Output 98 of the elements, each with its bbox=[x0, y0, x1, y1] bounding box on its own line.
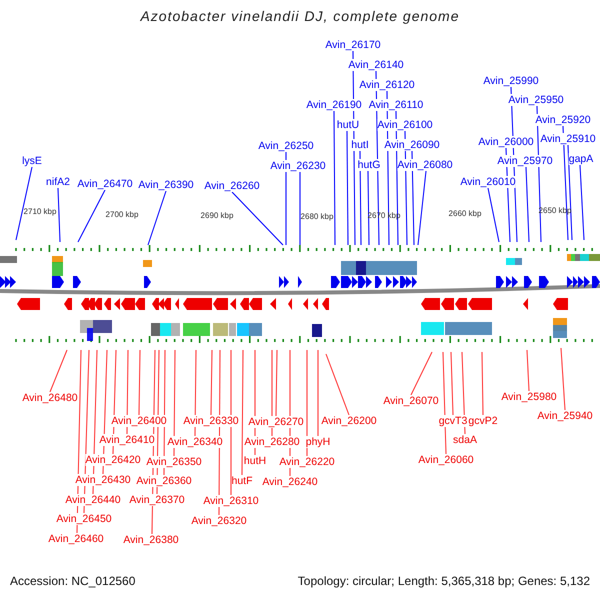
gene-label: Avin_26380 bbox=[123, 534, 179, 546]
gene-label: Avin_25950 bbox=[508, 94, 564, 106]
gene-label: hutI bbox=[351, 139, 369, 151]
gene-label: hutU bbox=[336, 119, 360, 131]
gene-label: gcvP2 bbox=[468, 415, 498, 427]
gene-label: hutF bbox=[232, 475, 252, 487]
gene-label: Avin_26410 bbox=[99, 434, 155, 446]
leader-line bbox=[276, 350, 278, 416]
leader-line bbox=[346, 130, 348, 246]
leader-line bbox=[306, 350, 308, 456]
gene-label: Avin_26270 bbox=[248, 416, 304, 428]
gene-label: Avin_26280 bbox=[244, 436, 300, 448]
gene-label: Avin_26070 bbox=[383, 395, 439, 407]
gene-label: Avin_26440 bbox=[65, 494, 121, 506]
gene-label: Avin_26220 bbox=[279, 456, 335, 468]
leader-line bbox=[230, 350, 232, 496]
leader-line bbox=[210, 350, 212, 416]
gene-label: Avin_25970 bbox=[497, 155, 553, 167]
leader-line bbox=[488, 188, 500, 242]
leader-line bbox=[16, 166, 32, 240]
gene-label: lysE bbox=[22, 155, 42, 167]
leader-line bbox=[232, 192, 284, 246]
genome-stats-note: Topology: circular; Length: 5,365,318 bp; Genes: 5,132 bbox=[298, 574, 590, 588]
gene-label: gcvT3 bbox=[438, 415, 468, 427]
scale-label: 2700 kbp bbox=[106, 210, 138, 220]
leader-line bbox=[442, 352, 446, 454]
gene-label: Avin_26430 bbox=[75, 474, 131, 486]
gene-label: Avin_26350 bbox=[146, 456, 202, 468]
scale-label: 2710 kbp bbox=[24, 207, 56, 217]
gene-label: Avin_26090 bbox=[384, 139, 440, 151]
gene-label: Avin_26370 bbox=[129, 494, 185, 506]
gene-label: Avin_26260 bbox=[204, 180, 260, 192]
leader-line bbox=[194, 350, 196, 436]
scale-label: 2690 kbp bbox=[200, 211, 234, 221]
gene-label: hutG bbox=[358, 159, 380, 171]
gene-label: Avin_26450 bbox=[56, 513, 112, 525]
gene-label: sdaA bbox=[453, 434, 477, 446]
scale-label: 2680 kbp bbox=[300, 212, 334, 222]
gene-label: Avin_26310 bbox=[203, 495, 259, 507]
leader-line bbox=[418, 170, 426, 246]
gene-label: Avin_26360 bbox=[136, 475, 192, 487]
gene-label: Avin_26390 bbox=[138, 179, 194, 191]
gene-label: Avin_26110 bbox=[368, 99, 424, 111]
gene-label: Avin_26460 bbox=[48, 533, 104, 545]
gene-label: Avin_26170 bbox=[325, 39, 381, 51]
leader-line bbox=[148, 190, 166, 246]
leader-line bbox=[126, 350, 128, 434]
gene-label: Avin_26140 bbox=[348, 59, 404, 71]
gene-label: Avin_26250 bbox=[258, 140, 314, 152]
leader-line bbox=[326, 354, 350, 416]
gene-label: Avin_25990 bbox=[483, 75, 539, 87]
leader-line bbox=[450, 352, 454, 416]
gene-label: Avin_26330 bbox=[183, 415, 239, 427]
leader-line bbox=[568, 144, 572, 240]
leader-line bbox=[560, 348, 566, 410]
accession-note: Accession: NC_012560 bbox=[10, 574, 136, 588]
gene-label: Avin_26080 bbox=[397, 159, 453, 171]
gene-label: Avin_26190 bbox=[306, 99, 362, 111]
leader-line bbox=[526, 350, 530, 392]
leader-line bbox=[526, 166, 530, 242]
leader-line bbox=[580, 164, 584, 240]
leader-line bbox=[242, 350, 244, 476]
leader-line bbox=[174, 350, 176, 456]
leader-line bbox=[412, 150, 414, 246]
gene-label: Avin_26200 bbox=[321, 415, 377, 427]
leader-line bbox=[78, 190, 106, 242]
leader-line bbox=[360, 150, 362, 246]
gene-label: phyH bbox=[306, 436, 330, 448]
leader-line bbox=[482, 352, 484, 416]
gene-label: gapA bbox=[568, 153, 594, 165]
leader-line bbox=[334, 110, 336, 246]
gene-label: Avin_26470 bbox=[77, 178, 133, 190]
gene-label: Avin_26400 bbox=[111, 415, 167, 427]
leader-line bbox=[138, 350, 140, 416]
gene-label: Avin_26320 bbox=[191, 515, 247, 527]
gene-label: Avin_26010 bbox=[460, 176, 516, 188]
leader-line bbox=[562, 126, 568, 240]
gene-label: Avin_26060 bbox=[418, 454, 474, 466]
gene-label: Avin_26480 bbox=[22, 392, 78, 404]
gene-label: Avin_26420 bbox=[85, 454, 141, 466]
leader-line bbox=[50, 350, 68, 392]
gene-label: Avin_26240 bbox=[262, 476, 318, 488]
map-title: Azotobacter vinelandii DJ, complete genome bbox=[139, 8, 461, 24]
gene-label: Avin_25920 bbox=[535, 114, 591, 126]
gene-label: Avin_26100 bbox=[377, 119, 433, 131]
gene-label: Avin_26230 bbox=[270, 160, 326, 172]
gene-label: Avin_26000 bbox=[478, 136, 534, 148]
leader-line bbox=[58, 188, 60, 242]
gene-label: Avin_25940 bbox=[537, 410, 593, 422]
gene-label: nifA2 bbox=[46, 176, 70, 188]
gene-label: hutH bbox=[244, 455, 266, 467]
leader-line bbox=[368, 170, 370, 246]
scale-label: 2660 kbp bbox=[448, 209, 482, 219]
leader-line bbox=[410, 352, 432, 396]
gene-label: Avin_25980 bbox=[501, 391, 557, 403]
gene-label: Avin_25910 bbox=[540, 133, 596, 145]
gene-label: Avin_26120 bbox=[359, 79, 415, 91]
gene-label: Avin_26340 bbox=[167, 436, 223, 448]
